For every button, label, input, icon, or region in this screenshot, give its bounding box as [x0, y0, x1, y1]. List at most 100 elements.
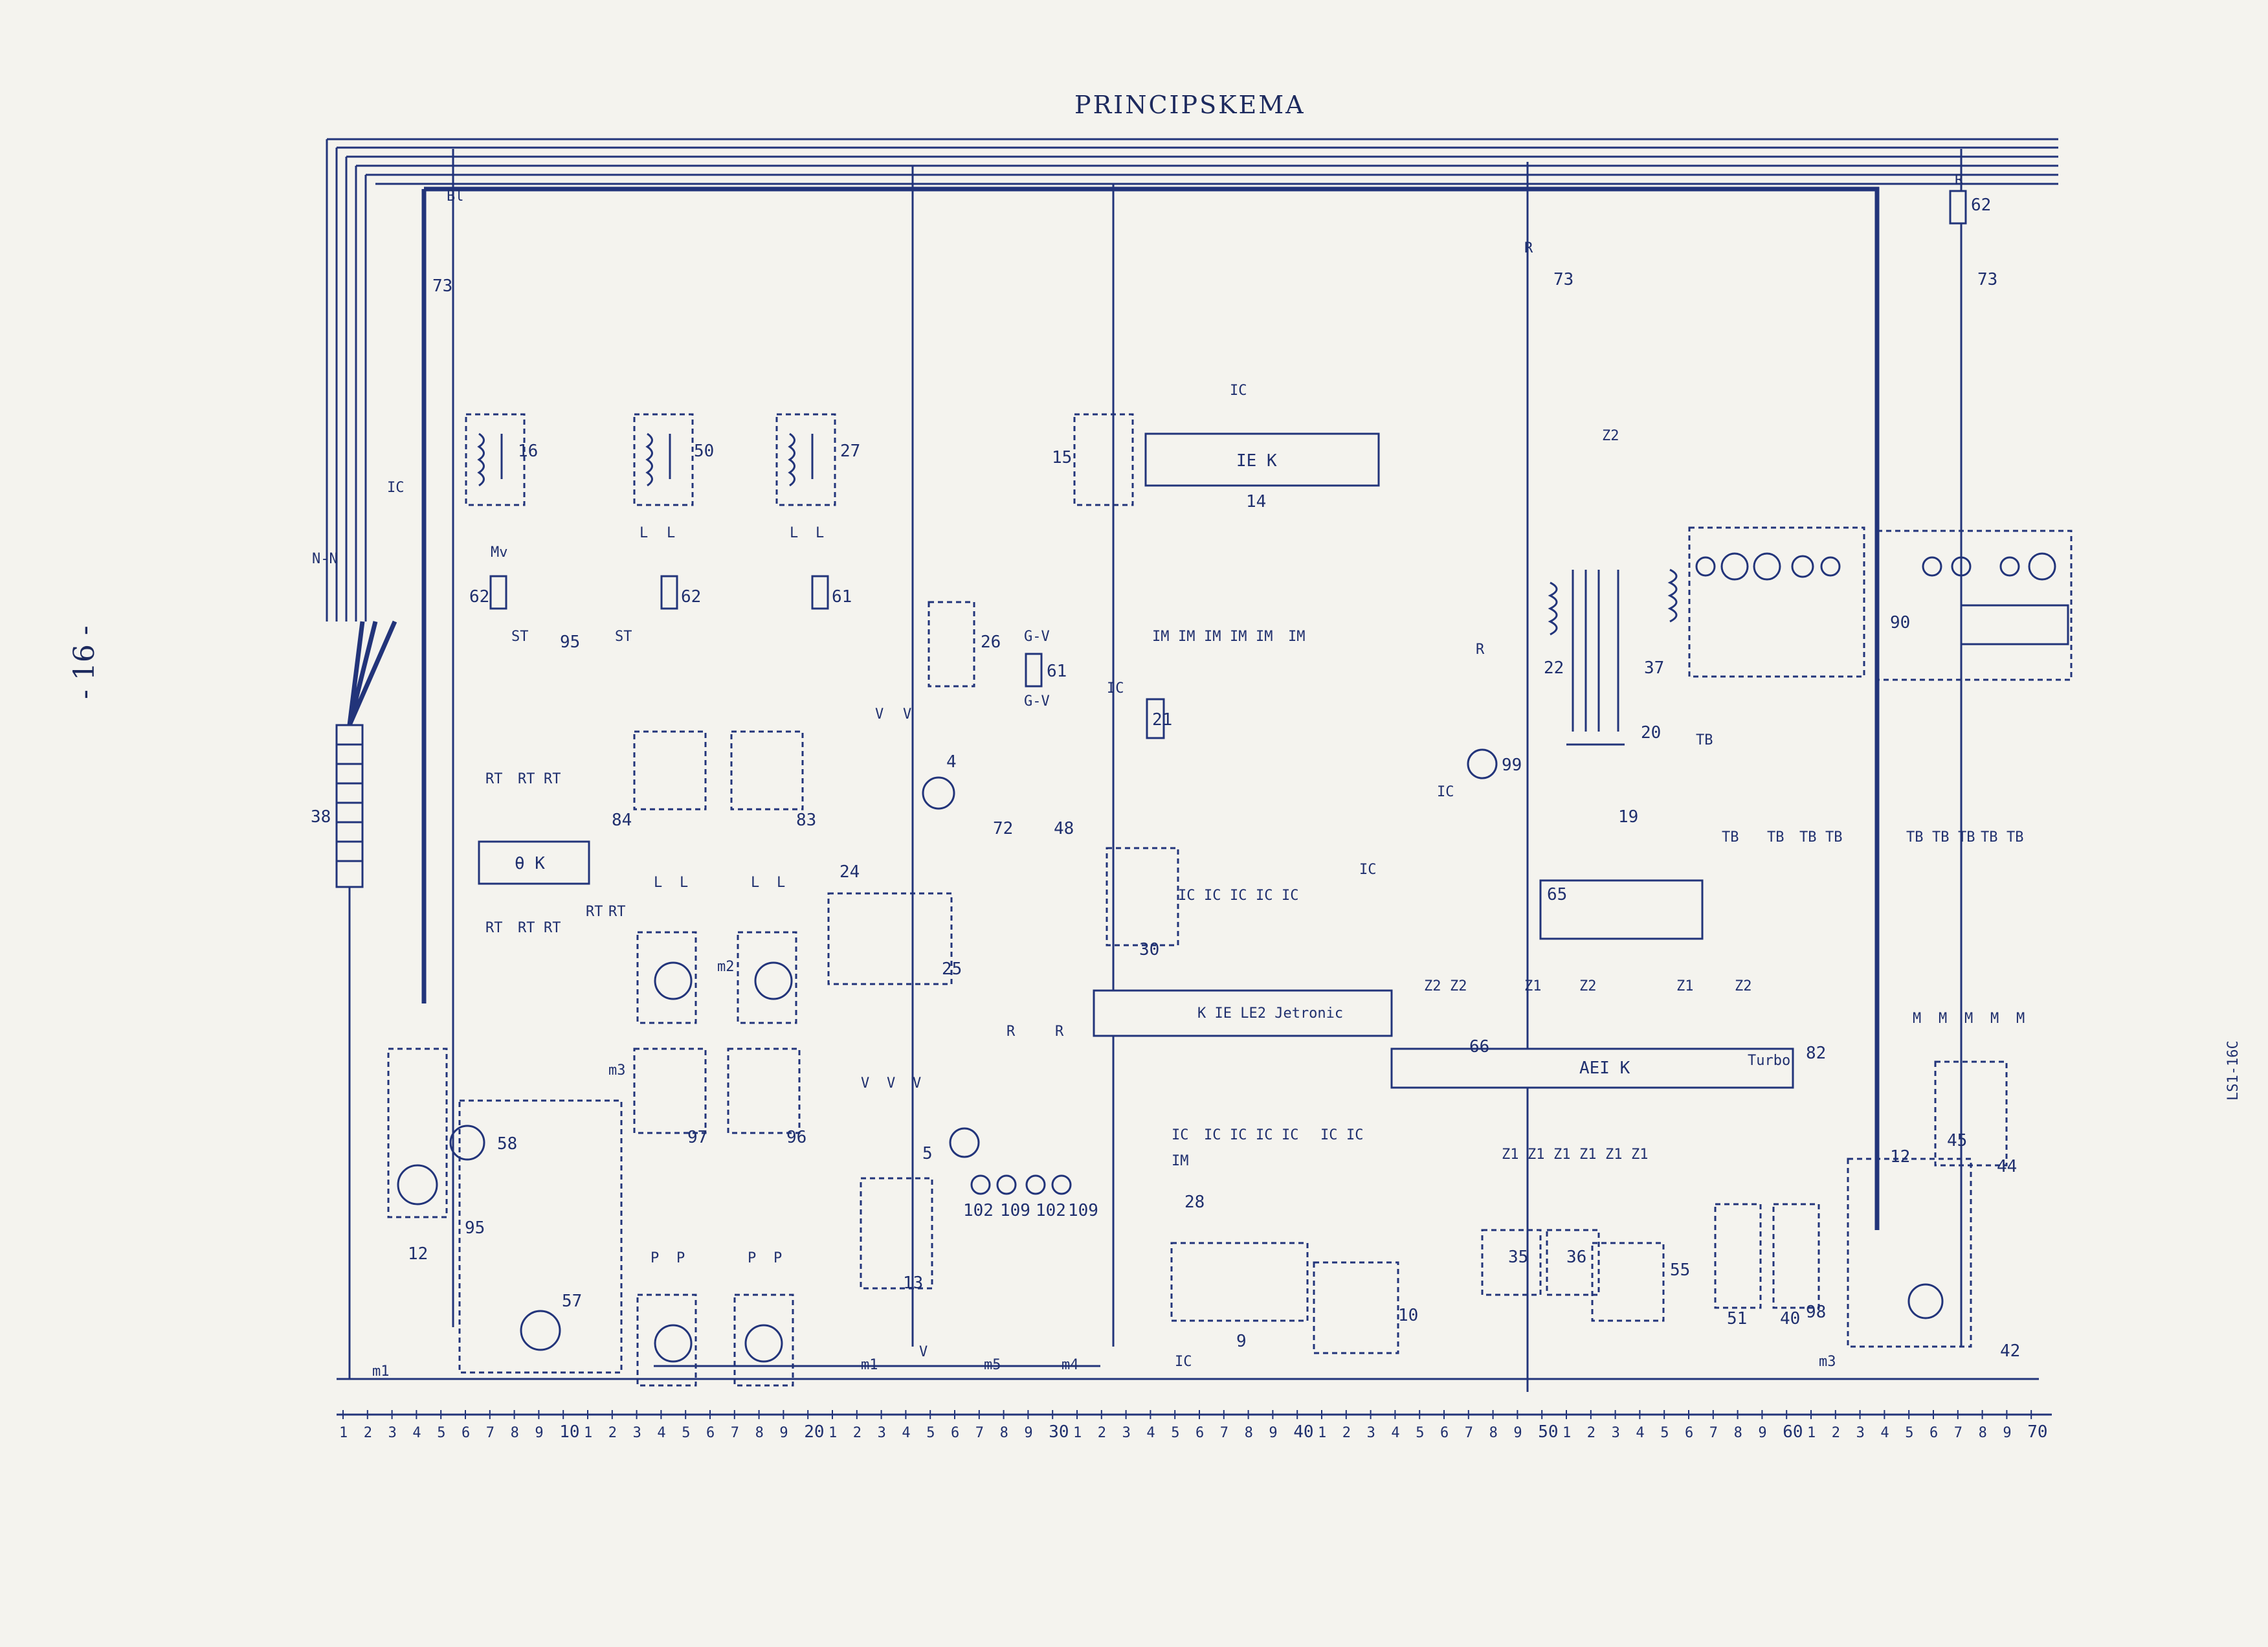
wire-code: L — [790, 525, 798, 541]
wire-code: Z1 — [1631, 1147, 1649, 1163]
module-theta — [478, 840, 590, 885]
relay-15 — [1073, 413, 1134, 506]
scale-decade: 60 — [1783, 1422, 1803, 1442]
wire-code: Z2 — [1450, 978, 1467, 994]
component-label-21: 21 — [1152, 710, 1172, 730]
scale-digit: 9 — [535, 1425, 543, 1441]
ground-rail — [337, 1365, 2039, 1380]
component-label-35: 35 — [1508, 1248, 1528, 1267]
scale-digit: 9 — [1024, 1425, 1032, 1441]
component-label-16: 16 — [518, 442, 538, 461]
component-label-73: 73 — [1553, 270, 1573, 289]
wire-code: L — [654, 875, 662, 891]
top-bus-wires — [326, 138, 2058, 1392]
wire-code: V — [903, 706, 911, 723]
scale-digit: 1 — [1318, 1425, 1326, 1441]
scale-digit: 1 — [1807, 1425, 1816, 1441]
component-label-57: 57 — [562, 1292, 582, 1311]
battery — [335, 620, 397, 1379]
scale-digit: 3 — [1856, 1425, 1865, 1441]
wire-code: IC — [1230, 1127, 1247, 1143]
switch-83 — [730, 730, 804, 811]
scale-digit: 9 — [1513, 1425, 1522, 1441]
scale-digit: 9 — [1269, 1425, 1277, 1441]
component-label-20: 20 — [1641, 723, 1661, 743]
relay-16 — [465, 413, 526, 506]
alternator-12 — [1847, 1158, 1972, 1348]
wire-code: TB — [1799, 829, 1817, 846]
wire-code: R — [1476, 642, 1485, 658]
component-label-4: 4 — [946, 752, 957, 772]
scale-digit: 8 — [511, 1425, 519, 1441]
scale-digit: 5 — [926, 1425, 935, 1441]
wire-code: TB — [1767, 829, 1784, 846]
component-label-98: 98 — [1806, 1303, 1826, 1322]
scale-digit: 3 — [1612, 1425, 1620, 1441]
ground-label: m1 — [861, 1357, 878, 1373]
wire-code: L — [751, 875, 759, 891]
wire-code: TB — [1696, 732, 1713, 748]
ground-label: m3 — [608, 1062, 626, 1079]
scale-decade: 20 — [804, 1422, 824, 1442]
scale-digit: 9 — [2003, 1425, 2011, 1441]
scale-digit: 3 — [1367, 1425, 1375, 1441]
wire-code: Z1 — [1528, 1147, 1545, 1163]
component-label-50: 50 — [694, 442, 714, 461]
motor-83 — [737, 931, 797, 1024]
wire-code: TB — [1906, 829, 1924, 846]
fan-motor-5 — [949, 1127, 980, 1158]
ignition-coils-22-37 — [1548, 568, 1678, 636]
scale-digit: 2 — [1832, 1425, 1840, 1441]
component-label-109: 109 — [1000, 1201, 1030, 1220]
component-label-96: 96 — [786, 1128, 806, 1147]
component-label-24: 24 — [839, 862, 860, 882]
wire-code: L — [667, 525, 675, 541]
sensor-30 — [1106, 847, 1179, 947]
fuse-62-left — [489, 575, 507, 610]
scale-digit: 4 — [657, 1425, 665, 1441]
scale-digit: 1 — [1073, 1425, 1082, 1441]
module-aei — [1390, 1048, 1794, 1089]
scale-digit: 2 — [1098, 1425, 1106, 1441]
ground-labels: m1 m2 m3 m4 m5 m1 m3 — [372, 959, 1836, 1380]
scale-digit: 8 — [1734, 1425, 1742, 1441]
wire-code: Z1 — [1553, 1147, 1571, 1163]
wire-code: L — [816, 525, 824, 541]
scale-digit: 5 — [1660, 1425, 1669, 1441]
component-label-44: 44 — [1997, 1157, 2017, 1176]
module-65 — [1539, 879, 1704, 940]
scale-digit: 9 — [779, 1425, 788, 1441]
wire-code: L — [777, 875, 785, 891]
scale-digit: 6 — [951, 1425, 959, 1441]
wire-code: Z2 — [1579, 978, 1597, 994]
wire-code: IC — [1204, 1127, 1221, 1143]
wire-code: IC — [1256, 1127, 1273, 1143]
wire-code: ST — [511, 629, 529, 645]
component-label-19: 19 — [1618, 807, 1638, 827]
wire-code: Z1 — [1524, 978, 1542, 994]
component-label-58: 58 — [497, 1134, 517, 1154]
motor-58-group — [449, 1099, 623, 1374]
component-label-36: 36 — [1566, 1248, 1586, 1267]
diagram-title: PRINCIPSKEMA — [1074, 91, 1306, 119]
component-label-13: 13 — [903, 1273, 923, 1293]
scale-digit: 4 — [1391, 1425, 1399, 1441]
component-label-82: 82 — [1806, 1044, 1826, 1063]
wire-code: TB — [1958, 829, 1975, 846]
scale-digit: 6 — [1195, 1425, 1204, 1441]
scale-digit: 4 — [412, 1425, 421, 1441]
component-label-90: 90 — [1890, 613, 1910, 633]
wire-code: TB — [1981, 829, 1998, 846]
scale-digit: 8 — [1000, 1425, 1008, 1441]
scale-digit: 7 — [1220, 1425, 1228, 1441]
component-label-27: 27 — [840, 442, 860, 461]
sensor-99 — [1467, 748, 1498, 779]
wire-code: IM — [1178, 629, 1195, 645]
wire-code: IC — [1204, 888, 1221, 904]
component-label-83: 83 — [796, 811, 816, 830]
component-label-62: 62 — [469, 587, 489, 607]
wire-code: TB — [2007, 829, 2024, 846]
scale-decade: 10 — [559, 1422, 579, 1442]
scale-digit: 2 — [853, 1425, 862, 1441]
